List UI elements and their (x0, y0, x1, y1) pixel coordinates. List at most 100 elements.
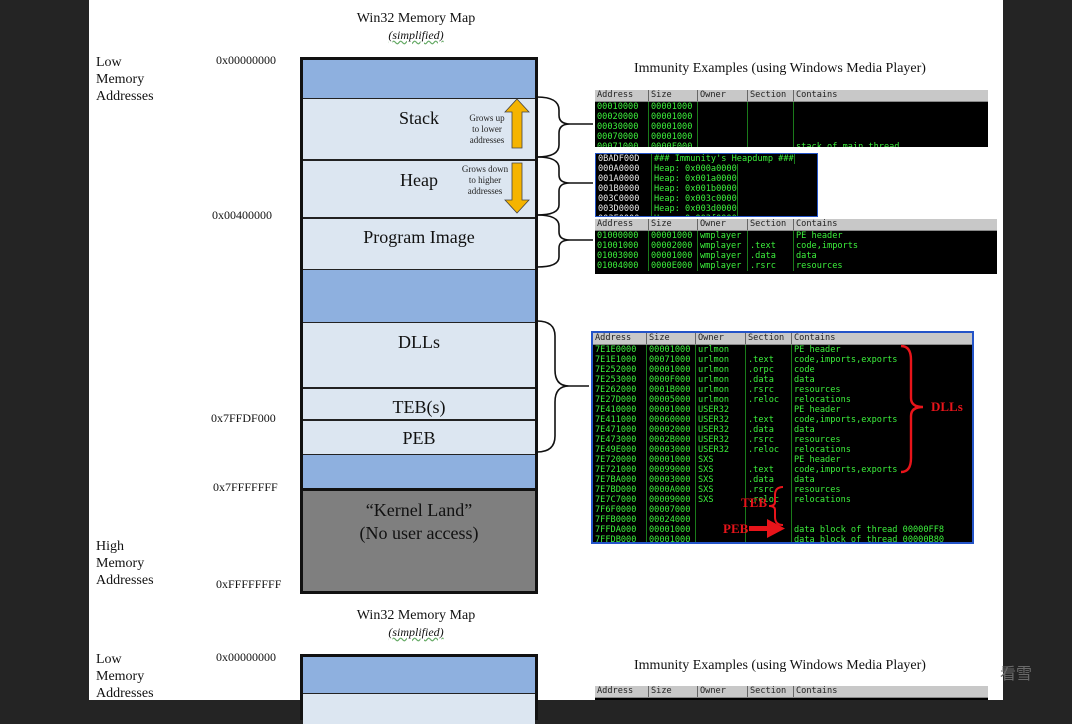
note-line: addresses (469, 135, 505, 145)
cell-contains (794, 112, 988, 122)
cell-address: 7E1E0000 (593, 345, 647, 355)
heap-row[interactable]: 0BADF00D### Immunity's Heapdump ### (596, 154, 817, 164)
cell-section: .text (746, 355, 792, 365)
cell-size: 00007000 (647, 505, 696, 515)
cell-contains: PE header (794, 405, 841, 415)
immunity-title: Immunity Examples (using Windows Media P… (634, 61, 926, 76)
cell-contains: code,imports,exports (794, 465, 898, 475)
label-line: High (96, 539, 124, 554)
cell-section: .rsrc (746, 485, 792, 495)
cell-contains: data (796, 251, 817, 261)
cell-address: 000A0000 (596, 164, 652, 174)
region-program-image: Program Image (303, 218, 535, 270)
label-line: Memory (96, 72, 145, 87)
brace-icons (536, 96, 593, 453)
column-header-section: Section (748, 219, 794, 230)
repeat-immunity-title: Immunity Examples (using Windows Media P… (634, 658, 926, 673)
column-header-owner: Owner (696, 333, 746, 344)
cell-size: 00001000 (649, 112, 698, 122)
cell-size: 00003000 (647, 445, 696, 455)
cell-contains: data (794, 375, 815, 385)
cell-section: .reloc (746, 445, 792, 455)
cell-address: 7E721000 (593, 465, 647, 475)
address-image-base: 0x00400000 (212, 208, 272, 222)
cell-size: 0000A000 (647, 485, 696, 495)
cell-size: 00001000 (649, 122, 698, 132)
cell-size: 00024000 (647, 515, 696, 525)
region-stack-label: Stack (399, 108, 439, 128)
cell-address: 7F6F0000 (593, 505, 647, 515)
cell-address: 7FFDB000 (593, 535, 647, 542)
cell-contains: stack of main thread (796, 142, 900, 147)
cell-size: 00002000 (649, 241, 698, 251)
repeat-region-stack (303, 693, 535, 724)
address-end: 0xFFFFFFFF (216, 577, 282, 591)
column-header-size: Size (649, 219, 698, 230)
high-memory-label: High Memory Addresses (96, 538, 154, 589)
heap-row[interactable]: 003F0000Heap: 0x003f0000 (596, 214, 817, 216)
cell-address: 7FFB0000 (593, 515, 647, 525)
cell-owner: USER32 (696, 435, 746, 445)
column-header-address: Address (595, 686, 649, 697)
repeat-diagram-title: Win32 Memory Map (356, 608, 476, 623)
cell-contains: resources (794, 435, 841, 445)
cell-address: 01004000 (595, 261, 649, 271)
cell-contains: resources (794, 485, 841, 495)
region-dlls-label: DLLs (398, 332, 440, 352)
cell-size: 00003000 (647, 475, 696, 485)
cell-owner: USER32 (696, 405, 746, 415)
cell-contains: relocations (794, 445, 851, 455)
region-tebs: TEB(s) (303, 388, 535, 420)
cell-contains (792, 515, 972, 525)
cell-size: 00001000 (649, 251, 698, 261)
heapdump-table: 0BADF00D### Immunity's Heapdump ###000A0… (595, 153, 818, 217)
label-line: Low (96, 55, 122, 70)
cell-contains: PE header (796, 231, 843, 241)
column-header-contains: Contains (796, 686, 838, 696)
cell-section (746, 515, 792, 525)
cell-address: 7E7C7000 (593, 495, 647, 505)
address-start: 0x00000000 (216, 53, 276, 67)
cell-section: .data (746, 475, 792, 485)
cell-owner (698, 122, 748, 132)
cell-size: 00002000 (647, 425, 696, 435)
cell-size: 00001000 (649, 132, 698, 142)
cell-section: .rsrc (748, 261, 794, 271)
